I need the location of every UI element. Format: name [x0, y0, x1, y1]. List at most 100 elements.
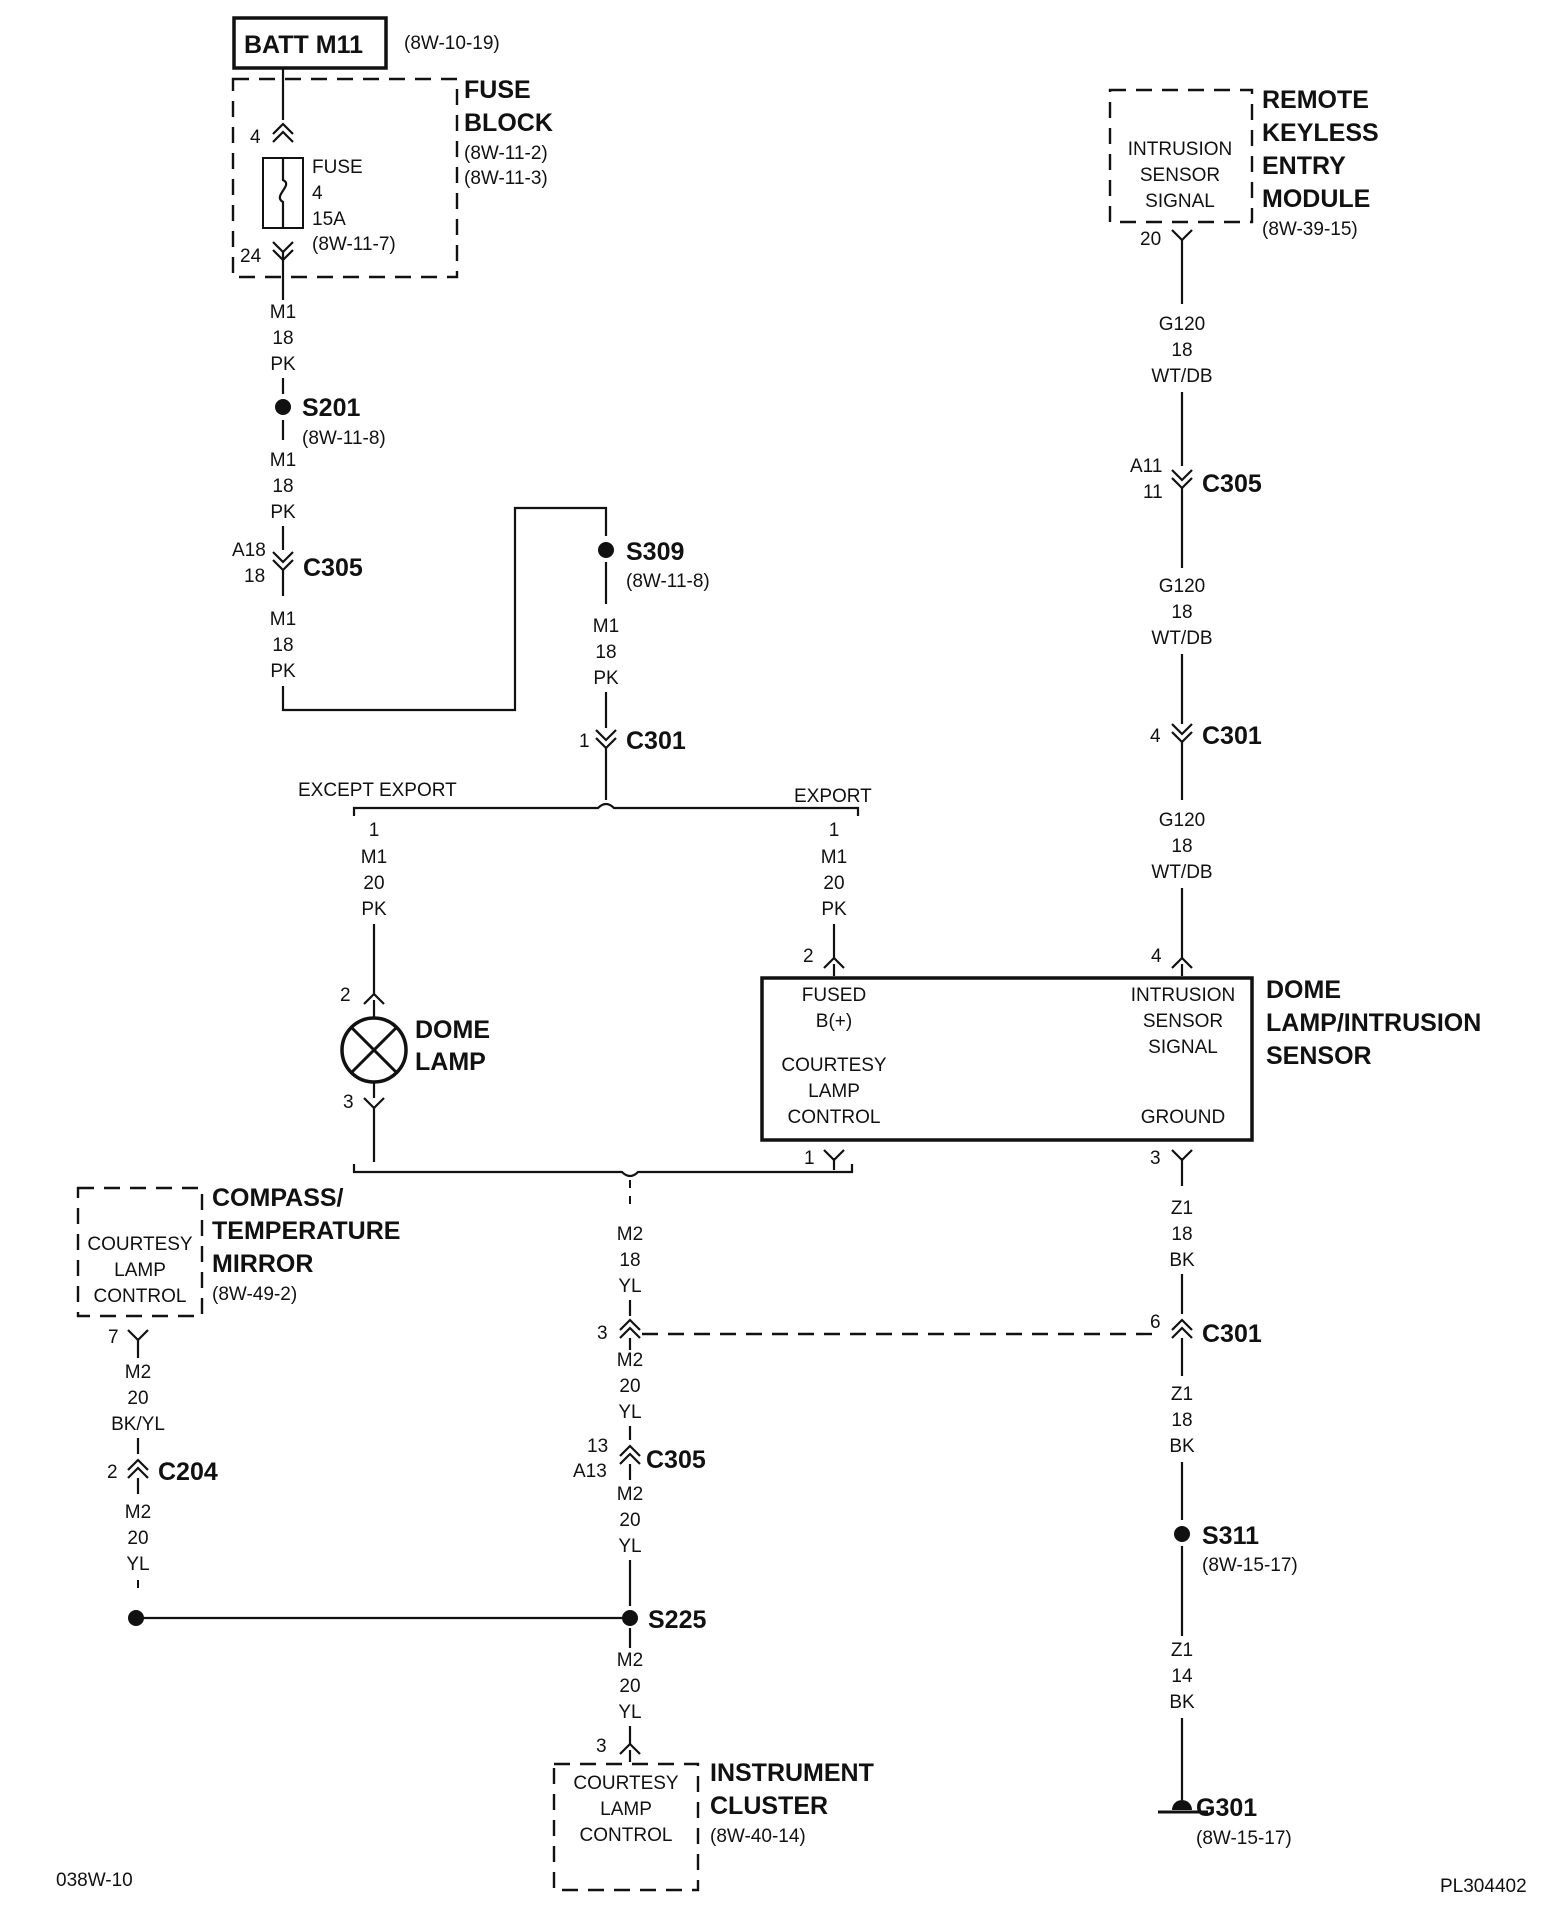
wire-m2-top-label: M2 18 YL — [617, 1224, 643, 1297]
s225-splice-dot — [622, 1610, 638, 1626]
cluster-ref: (8W-40-14) — [710, 1826, 806, 1847]
svg-text:M2: M2 — [617, 1484, 643, 1505]
svg-text:PK: PK — [270, 661, 296, 682]
c301-lower-pin-left: 3 — [597, 1323, 608, 1344]
svg-text:20: 20 — [619, 1676, 640, 1697]
svg-text:BK: BK — [1169, 1692, 1195, 1713]
c305-left-pin-b: 18 — [244, 566, 265, 587]
svg-text:18: 18 — [1171, 1224, 1192, 1245]
svg-text:G120: G120 — [1159, 314, 1205, 335]
dome-sensor-pin-fused: 2 — [803, 946, 814, 967]
c301-right-label: C301 — [1202, 722, 1262, 750]
svg-text:PK: PK — [821, 899, 847, 920]
c305-right-pin-b: 11 — [1143, 482, 1163, 503]
g301-label: G301 — [1196, 1794, 1257, 1822]
svg-text:PK: PK — [361, 899, 387, 920]
rke-title-3: ENTRY — [1262, 152, 1346, 180]
wire-m2-compass-label: M2 20 BK/YL — [111, 1362, 165, 1435]
svg-text:SIGNAL: SIGNAL — [1145, 191, 1215, 212]
compass-title-2: TEMPERATURE — [212, 1217, 400, 1245]
dome-sensor-title-1: DOME — [1266, 976, 1341, 1004]
c301-right-pin: 4 — [1150, 726, 1161, 747]
svg-text:20: 20 — [823, 873, 844, 894]
s311-splice-dot — [1174, 1526, 1190, 1542]
c301-lower-right-connector — [1171, 1318, 1193, 1339]
wire-m1-c-label: M1 18 PK — [270, 609, 296, 682]
svg-text:SIGNAL: SIGNAL — [1148, 1037, 1218, 1058]
svg-text:YL: YL — [618, 1536, 641, 1557]
fuse-block-title-1: FUSE — [464, 76, 531, 104]
s309-splice-dot — [598, 542, 614, 558]
svg-text:GROUND: GROUND — [1141, 1107, 1225, 1128]
svg-text:COURTESY: COURTESY — [87, 1234, 193, 1255]
wire-m1-dome-label: 1 M1 20 PK — [361, 820, 387, 920]
svg-text:YL: YL — [618, 1402, 641, 1423]
dome-lamp-pin-top: 2 — [340, 985, 351, 1006]
instrument-cluster-box: COURTESY LAMP CONTROL — [552, 1762, 700, 1892]
wire-m1-export-label: 1 M1 20 PK — [821, 820, 847, 920]
svg-text:PK: PK — [270, 502, 296, 523]
wire-m2-cluster-label: M2 20 YL — [617, 1650, 643, 1723]
svg-text:G120: G120 — [1159, 576, 1205, 597]
svg-text:YL: YL — [618, 1276, 641, 1297]
batt-ref: (8W-10-19) — [404, 33, 500, 54]
cluster-pin: 3 — [596, 1736, 607, 1757]
fuse-block-ref-1: (8W-11-2) — [464, 143, 548, 164]
wire-m1-a-label: M1 18 PK — [270, 302, 296, 375]
batt-label: BATT M11 — [244, 31, 363, 59]
rke-ref: (8W-39-15) — [1262, 219, 1358, 240]
svg-text:18: 18 — [1171, 836, 1192, 857]
compass-splice-dot — [128, 1610, 144, 1626]
c305-right-connector — [1171, 469, 1193, 490]
wire-z1-c-label: Z1 14 BK — [1169, 1640, 1195, 1713]
svg-text:M1: M1 — [270, 609, 296, 630]
svg-text:18: 18 — [1171, 340, 1192, 361]
svg-text:18: 18 — [272, 635, 293, 656]
svg-text:M2: M2 — [617, 1224, 643, 1245]
svg-text:20: 20 — [127, 1388, 148, 1409]
dome-lamp-bulb-icon — [340, 1016, 408, 1084]
svg-text:YL: YL — [618, 1702, 641, 1723]
s311-ref: (8W-15-17) — [1202, 1555, 1298, 1576]
svg-text:CONTROL: CONTROL — [788, 1107, 881, 1128]
svg-text:WT/DB: WT/DB — [1151, 862, 1212, 883]
c204-pin: 2 — [107, 1462, 118, 1483]
fuse-block-title-2: BLOCK — [464, 109, 553, 137]
svg-text:LAMP: LAMP — [600, 1799, 652, 1820]
c204-label: C204 — [158, 1458, 218, 1486]
fuse-label-3: 15A — [312, 209, 346, 230]
branch-bracket — [352, 802, 860, 816]
fuse-block-ref-2: (8W-11-3) — [464, 168, 548, 189]
wire-m1-d-label: M1 18 PK — [593, 616, 619, 689]
s309-ref: (8W-11-8) — [626, 571, 710, 592]
wire-g120-b-label: G120 18 WT/DB — [1151, 576, 1212, 649]
svg-text:BK: BK — [1169, 1436, 1195, 1457]
svg-text:18: 18 — [272, 328, 293, 349]
svg-text:PK: PK — [270, 354, 296, 375]
c301-right-connector — [1171, 723, 1193, 744]
dome-sensor-title-2: LAMP/INTRUSION — [1266, 1009, 1481, 1037]
svg-text:M1: M1 — [270, 302, 296, 323]
dome-sensor-pin-ground: 3 — [1150, 1148, 1161, 1169]
c305-left-connector — [272, 551, 294, 572]
fuse-label-2: 4 — [312, 183, 323, 204]
svg-text:YL: YL — [126, 1554, 149, 1575]
svg-text:PK: PK — [593, 668, 619, 689]
svg-text:SENSOR: SENSOR — [1140, 165, 1220, 186]
svg-text:FUSED: FUSED — [802, 985, 866, 1006]
svg-text:1: 1 — [369, 820, 380, 841]
svg-text:Z1: Z1 — [1171, 1198, 1193, 1219]
lower-bracket — [352, 1164, 854, 1178]
svg-text:18: 18 — [1171, 602, 1192, 623]
s311-label: S311 — [1202, 1522, 1259, 1550]
footer-left-code: 038W-10 — [56, 1870, 133, 1891]
svg-text:INTRUSION: INTRUSION — [1128, 139, 1233, 160]
c305-left-label: C305 — [303, 554, 363, 582]
svg-text:CONTROL: CONTROL — [580, 1825, 673, 1846]
svg-text:M1: M1 — [593, 616, 619, 637]
compass-ref: (8W-49-2) — [212, 1284, 297, 1305]
wire-g120-a-label: G120 18 WT/DB — [1151, 314, 1212, 387]
rke-pin: 20 — [1140, 229, 1161, 250]
c301-mid-connector — [595, 729, 617, 750]
wire-m1-b-label: M1 18 PK — [270, 450, 296, 523]
